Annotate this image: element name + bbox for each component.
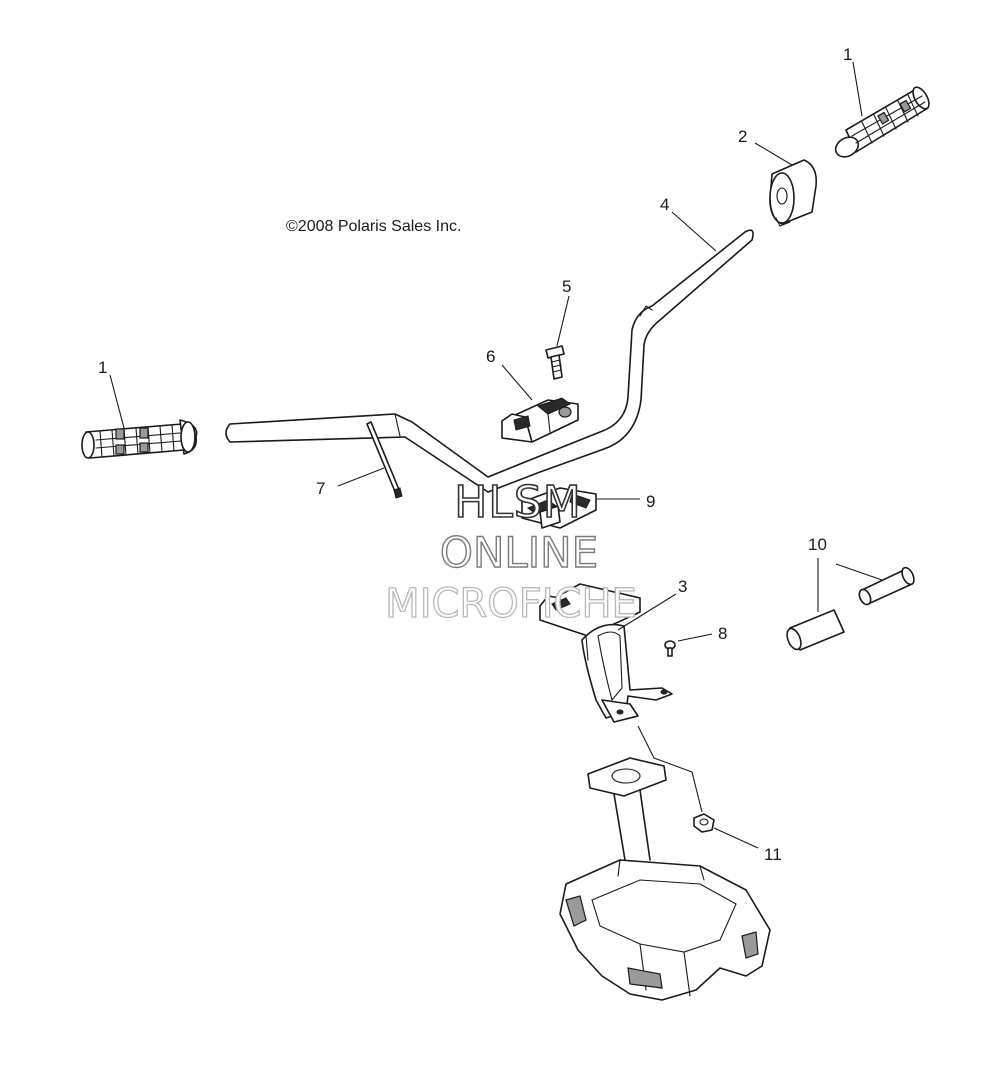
leader-1-left bbox=[109, 374, 125, 429]
leader-10b bbox=[835, 563, 883, 581]
grip-left-icon bbox=[81, 419, 198, 459]
clamp-lower-icon bbox=[521, 487, 597, 529]
callout-2: 2 bbox=[738, 127, 747, 146]
callout-4: 4 bbox=[660, 195, 669, 214]
leader-5 bbox=[556, 295, 570, 347]
callout-10: 10 bbox=[808, 535, 827, 554]
callout-6: 6 bbox=[486, 347, 495, 366]
bolt-icon bbox=[545, 345, 565, 380]
callout-8: 8 bbox=[718, 624, 727, 643]
leader-3 bbox=[617, 593, 677, 631]
handlebar-icon bbox=[225, 229, 754, 493]
leader-7 bbox=[337, 467, 385, 487]
callout-9: 9 bbox=[646, 492, 655, 511]
callout-11: 11 bbox=[764, 845, 782, 864]
grip-right-icon bbox=[834, 86, 930, 158]
callout-7: 7 bbox=[316, 479, 325, 498]
throttle-housing-icon bbox=[769, 159, 818, 227]
nut-icon bbox=[693, 813, 715, 833]
bar-end-icon bbox=[786, 566, 915, 651]
cable-icon bbox=[366, 421, 403, 499]
callout-5: 5 bbox=[562, 277, 571, 296]
screw-icon bbox=[664, 640, 676, 657]
copyright-text: ©2008 Polaris Sales Inc. bbox=[286, 218, 461, 235]
leader-2 bbox=[754, 142, 793, 166]
callout-3: 3 bbox=[678, 577, 687, 596]
watermark-line3: MICROFICHE bbox=[385, 581, 637, 627]
clamp-upper-icon bbox=[501, 397, 579, 443]
watermark-line1: HLSM bbox=[454, 477, 582, 528]
leader-1-right bbox=[852, 61, 863, 117]
callout-1-right: 1 bbox=[843, 45, 852, 64]
callout-1-left: 1 bbox=[98, 358, 107, 377]
watermark: HLSM ONLINE MICROFICHE bbox=[385, 476, 638, 627]
watermark-line2: ONLINE bbox=[440, 528, 598, 577]
leader-6 bbox=[501, 364, 533, 401]
frame-housing-icon bbox=[559, 757, 771, 1001]
bracket-icon bbox=[539, 583, 673, 723]
leader-11 bbox=[713, 827, 759, 849]
leader-8 bbox=[677, 633, 713, 642]
assembly-line bbox=[637, 725, 703, 813]
leader-4 bbox=[671, 211, 717, 252]
